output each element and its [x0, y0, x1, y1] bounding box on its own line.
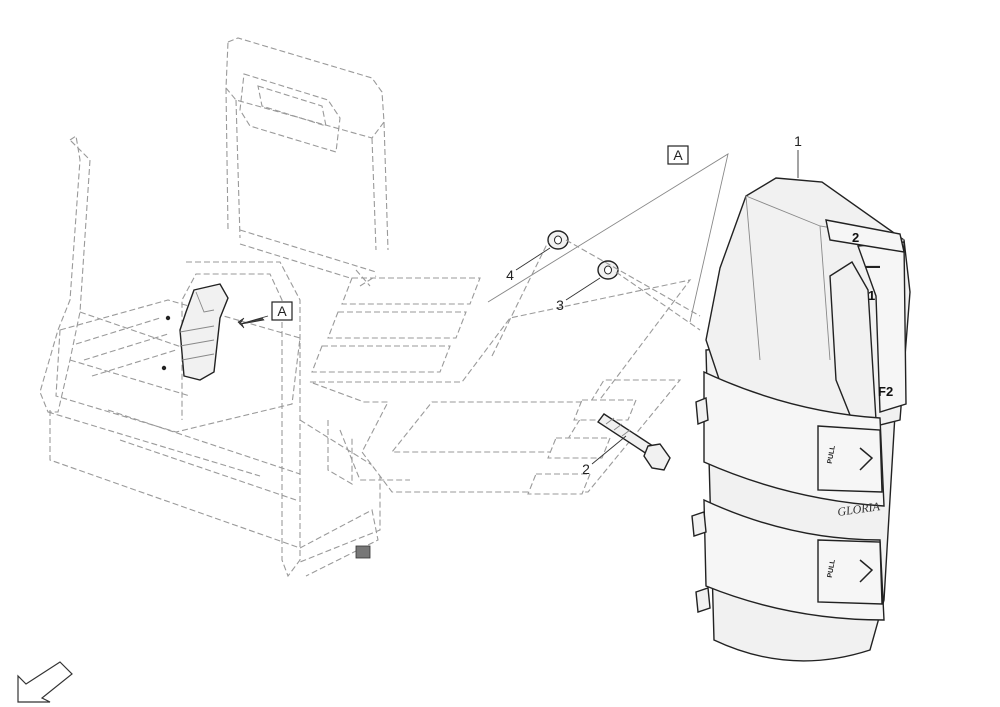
- cap-mid-label: 1: [868, 288, 875, 303]
- callout-2: 2: [582, 435, 627, 477]
- assembly-center-lines: [491, 239, 701, 357]
- strap-upper-label: PULL: [827, 444, 837, 464]
- svg-text:3: 3: [556, 297, 564, 313]
- arrow-down-left-icon: [17, 661, 73, 703]
- view-reference-a-detail: A: [667, 145, 689, 165]
- strap-lower-buckle: [817, 539, 883, 605]
- foot-pad: [355, 545, 371, 559]
- base-rails: [107, 409, 301, 501]
- fire-extinguisher-item-1: ▬▬ 1 F2 2 PULL GLORIA PULL: [691, 177, 911, 662]
- washer-item-4: [547, 230, 569, 250]
- bracket-tab-2: [547, 437, 611, 459]
- brand-logo: GLORIA: [836, 499, 881, 519]
- svg-text:1: 1: [794, 133, 802, 149]
- seat-frame-assembly: [39, 37, 389, 578]
- svg-text:4: 4: [506, 267, 514, 283]
- mounted-extinguisher-small: [161, 283, 229, 381]
- cap-top-label: 2: [852, 230, 859, 245]
- svg-text:2: 2: [582, 461, 590, 477]
- strap-lower-label: PULL: [827, 558, 837, 578]
- frame-rails: [47, 311, 261, 477]
- svg-text:A: A: [277, 303, 287, 319]
- seat-back-upper: [225, 37, 385, 139]
- cap-top-tab: [825, 219, 905, 253]
- base-box: [299, 509, 379, 577]
- svg-text:A: A: [673, 147, 683, 163]
- handrail-left: [39, 135, 91, 413]
- bolt-item-2: [596, 413, 671, 471]
- view-reference-a-main: A: [271, 301, 293, 321]
- bracket-strip-2: [327, 311, 467, 339]
- seat-back-posts: [225, 87, 389, 251]
- cap-top-mark: ▬▬: [866, 263, 880, 270]
- mounting-bracket: [309, 269, 692, 495]
- bracket-clip: [355, 269, 377, 287]
- platform: [55, 299, 301, 433]
- detail-wedge: [487, 153, 729, 323]
- bracket-tab-1: [573, 399, 637, 421]
- column-frame: [181, 261, 301, 578]
- callout-4: 4: [506, 247, 551, 283]
- callout-3: 3: [556, 277, 601, 313]
- bracket-tab-3: [527, 473, 591, 495]
- bracket-strip-3: [311, 345, 451, 373]
- washer-item-3: [597, 260, 619, 280]
- lower-frame: [49, 410, 381, 563]
- bracket-strip-1: [341, 277, 481, 305]
- callout-1: 1: [794, 133, 802, 178]
- platform-slots: [75, 317, 177, 377]
- seat-back-recess: [257, 85, 327, 127]
- seat-back-panel: [239, 73, 341, 153]
- arrow-left-icon: [237, 317, 265, 329]
- strap-upper-buckle: [817, 425, 883, 493]
- cap-bottom-label: F2: [878, 384, 893, 399]
